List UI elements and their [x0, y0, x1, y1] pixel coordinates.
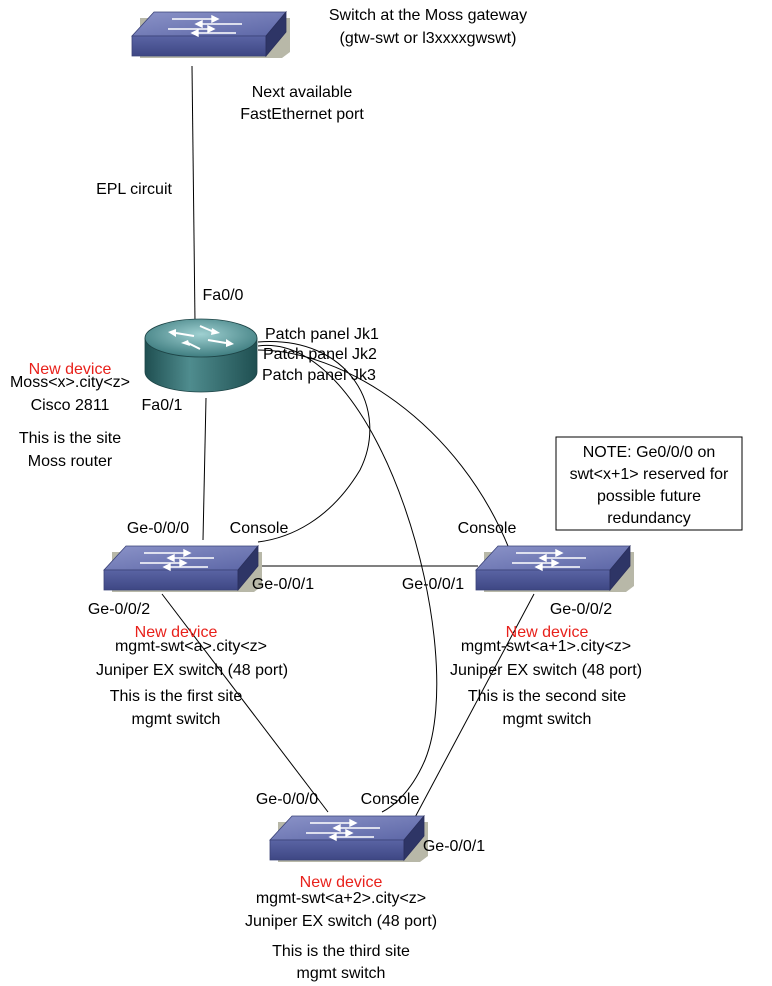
switch3-console-label: Console [361, 791, 420, 808]
switch1-port-ge001: Ge-0/0/1 [252, 576, 314, 593]
jk3-to-switch2-console-link [257, 349, 513, 557]
switch2-port-ge001: Ge-0/0/1 [402, 576, 464, 593]
gateway-port-label-2: FastEthernet port [240, 106, 364, 123]
router-port-fa01: Fa0/1 [142, 397, 183, 414]
note-line4: redundancy [607, 510, 691, 527]
router-desc-line1: This is the site [19, 430, 121, 447]
note-line3: possible future [597, 488, 701, 505]
gateway-switch[interactable] [131, 11, 291, 59]
redundancy-note: NOTE: Ge0/0/0 on swt<x+1> reserved for p… [555, 436, 743, 531]
switch1-port-ge002: Ge-0/0/2 [88, 601, 150, 618]
switch2-ge002-to-switch3-ge001-link [403, 593, 535, 839]
switch3-hostname: mgmt-swt<a+2>.city<z> [256, 890, 426, 907]
jk1-label: Patch panel Jk1 [265, 326, 379, 343]
switch3-new-device-label: New device [300, 874, 383, 891]
gateway-switch-title: Switch at the Moss gateway [329, 7, 527, 24]
switch1-desc-line2: mgmt switch [132, 711, 221, 728]
epl-circuit-label: EPL circuit [96, 181, 172, 198]
router-port-fa00: Fa0/0 [203, 287, 244, 304]
jk3-label: Patch panel Jk3 [262, 367, 376, 384]
switch3-port-ge001: Ge-0/0/1 [423, 838, 485, 855]
switch1-console-label: Console [230, 520, 289, 537]
router-new-device-label: New device [29, 361, 112, 378]
note-line1: NOTE: Ge0/0/0 on [583, 444, 716, 461]
jk2-to-switch3-console-link [257, 345, 438, 813]
switch3-desc-line2: mgmt switch [297, 965, 386, 982]
mgmt-switch-2[interactable] [475, 545, 635, 593]
switch2-model: Juniper EX switch (48 port) [450, 662, 642, 679]
switch2-hostname: mgmt-swt<a+1>.city<z> [461, 638, 631, 655]
switch-icon [131, 11, 291, 59]
router-hostname: Moss<x>.city<z> [10, 374, 130, 391]
switch1-hostname: mgmt-swt<a>.city<z> [115, 638, 267, 655]
switch2-port-ge002: Ge-0/0/2 [550, 601, 612, 618]
switch-icon [269, 815, 429, 863]
router-icon [144, 318, 258, 393]
mgmt-switch-3[interactable] [269, 815, 429, 863]
connections [161, 65, 535, 839]
router-model: Cisco 2811 [31, 397, 110, 414]
router-fa01-to-switch1-link [202, 397, 207, 541]
switch3-port-ge000: Ge-0/0/0 [256, 791, 318, 808]
switch1-model: Juniper EX switch (48 port) [96, 662, 288, 679]
switch2-desc-line2: mgmt switch [503, 711, 592, 728]
gateway-port-label-1: Next available [252, 84, 353, 101]
switch3-desc-line1: This is the third site [272, 943, 410, 960]
switch1-port-ge000: Ge-0/0/0 [127, 520, 189, 537]
switch-icon [103, 545, 263, 593]
switch2-console-label: Console [458, 520, 517, 537]
moss-router[interactable] [144, 318, 258, 393]
epl-circuit-link [191, 65, 196, 323]
switch1-new-device-label: New device [135, 624, 218, 641]
switch-icon [475, 545, 635, 593]
jk1-to-switch1-console-link [257, 341, 371, 543]
switch2-new-device-label: New device [506, 624, 589, 641]
note-line2: swt<x+1> reserved for [570, 466, 729, 483]
router-desc-line2: Moss router [28, 453, 113, 470]
switch1-desc-line1: This is the first site [110, 688, 243, 705]
gateway-switch-subtitle: (gtw-swt or l3xxxxgwswt) [340, 30, 517, 47]
mgmt-switch-1[interactable] [103, 545, 263, 593]
switch1-ge002-to-switch3-ge000-link [161, 593, 329, 813]
switch2-desc-line1: This is the second site [468, 688, 626, 705]
switch3-model: Juniper EX switch (48 port) [245, 913, 437, 930]
jk2-label: Patch panel Jk2 [263, 346, 377, 363]
